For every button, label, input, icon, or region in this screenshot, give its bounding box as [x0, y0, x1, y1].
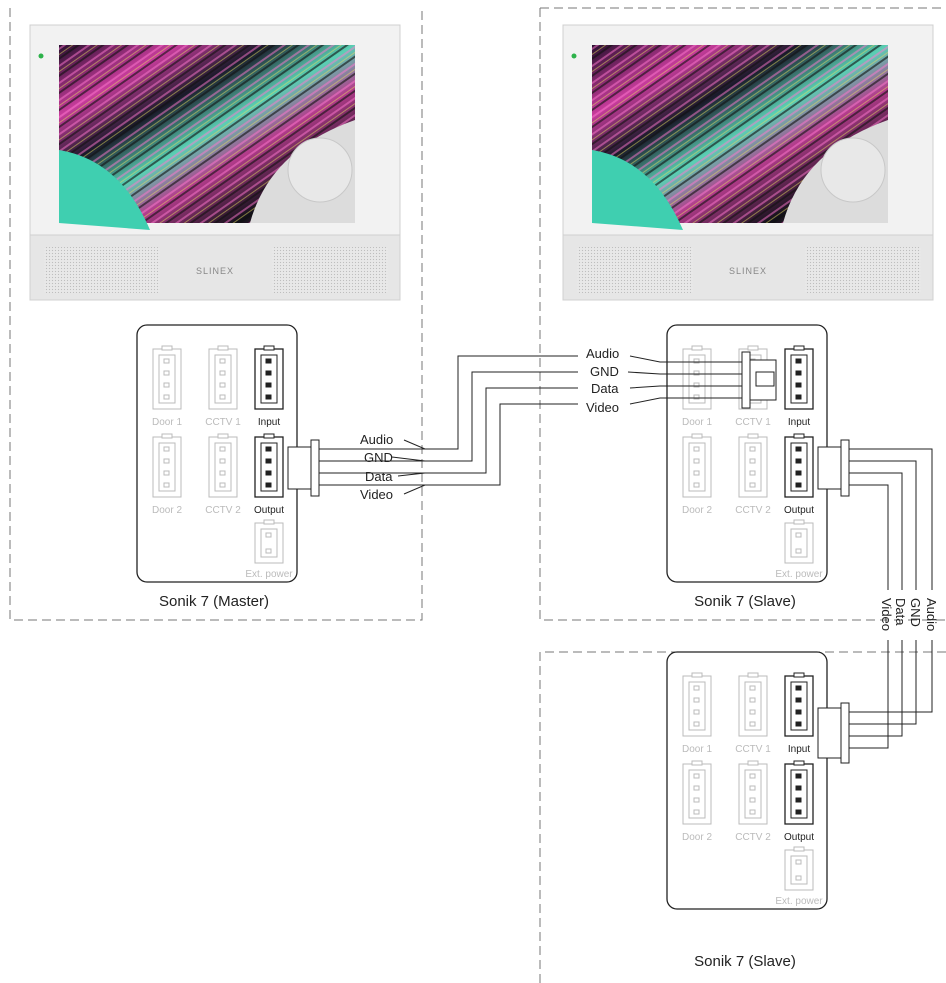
wire-label-audio: Audio — [924, 598, 939, 631]
wire-label-video: Video — [360, 487, 393, 502]
cctv1-connector — [738, 672, 768, 737]
door1-connector — [682, 672, 712, 737]
output-label: Output — [784, 832, 814, 843]
speaker-grille-left — [44, 247, 160, 293]
slave1-caption: Sonik 7 (Slave) — [694, 593, 796, 610]
master-boundary — [9, 8, 423, 621]
input-label: Input — [258, 417, 280, 428]
door1-label: Door 1 — [152, 417, 182, 428]
ext-power-label: Ext. power — [775, 896, 823, 907]
ext-power-connector — [254, 519, 284, 564]
cctv1-connector — [208, 345, 238, 410]
output-connector — [254, 433, 284, 498]
slave1-boundary — [539, 8, 946, 621]
wire-label-data: Data — [365, 469, 393, 484]
wire-labels-slave1-input: Audio GND Data Video — [586, 346, 619, 415]
wire-label-video: Video — [879, 598, 894, 631]
ext-power-label: Ext. power — [245, 569, 293, 580]
ext-power-connector — [784, 846, 814, 891]
cctv1-label: CCTV 1 — [735, 417, 771, 428]
slave2-caption: Sonik 7 (Slave) — [694, 953, 796, 970]
door2-connector — [682, 760, 712, 825]
door2-connector — [682, 433, 712, 498]
speaker-grille-left — [577, 247, 693, 293]
wire-label-audio: Audio — [360, 432, 393, 447]
wire-labels-vertical: Audio GND Data Video — [879, 598, 939, 631]
door1-label: Door 1 — [682, 417, 712, 428]
cctv1-label: CCTV 1 — [205, 417, 241, 428]
output-connector — [784, 760, 814, 825]
slave1-to-slave2-wires — [849, 448, 933, 749]
power-led — [38, 53, 44, 59]
wire-label-data: Data — [591, 381, 619, 396]
ext-power-label: Ext. power — [775, 569, 823, 580]
cctv2-connector — [738, 760, 768, 825]
wire-label-data: Data — [893, 598, 908, 626]
master-to-slave1-wires — [319, 355, 742, 495]
input-connector — [784, 345, 814, 410]
slave1-input-plug — [741, 351, 777, 409]
door1-connector — [152, 345, 182, 410]
door2-label: Door 2 — [682, 832, 712, 843]
output-connector — [784, 433, 814, 498]
cctv2-label: CCTV 2 — [735, 832, 771, 843]
cctv2-connector — [208, 433, 238, 498]
master-caption: Sonik 7 (Master) — [159, 593, 269, 610]
input-connector — [254, 345, 284, 410]
door1-connector — [682, 345, 712, 410]
master-monitor: SLINEX — [29, 24, 401, 301]
door2-label: Door 2 — [152, 505, 182, 516]
input-label: Input — [788, 417, 810, 428]
speaker-grille-right — [805, 247, 921, 293]
speaker-grille-right — [272, 247, 388, 293]
master-output-plug — [287, 439, 320, 497]
wire-label-video: Video — [586, 400, 619, 415]
cctv2-connector — [738, 433, 768, 498]
cctv2-label: CCTV 2 — [205, 505, 241, 516]
door2-connector — [152, 433, 182, 498]
input-label: Input — [788, 744, 810, 755]
power-led — [571, 53, 577, 59]
wire-label-gnd: GND — [590, 364, 619, 379]
wire-label-gnd: GND — [908, 598, 923, 627]
input-connector — [784, 672, 814, 737]
brand-logo: SLINEX — [196, 266, 234, 276]
brand-logo: SLINEX — [729, 266, 767, 276]
door1-label: Door 1 — [682, 744, 712, 755]
cctv2-label: CCTV 2 — [735, 505, 771, 516]
door2-label: Door 2 — [682, 505, 712, 516]
slave1-output-plug — [817, 439, 850, 497]
cctv1-label: CCTV 1 — [735, 744, 771, 755]
output-label: Output — [254, 505, 284, 516]
slave2-boundary — [539, 651, 946, 983]
slave1-monitor: SLINEX — [562, 24, 934, 301]
wire-label-audio: Audio — [586, 346, 619, 361]
output-label: Output — [784, 505, 814, 516]
ext-power-connector — [784, 519, 814, 564]
slave2-input-plug — [817, 702, 850, 764]
wire-label-gnd: GND — [364, 450, 393, 465]
wire-labels-master: Audio GND Data Video — [360, 432, 393, 502]
